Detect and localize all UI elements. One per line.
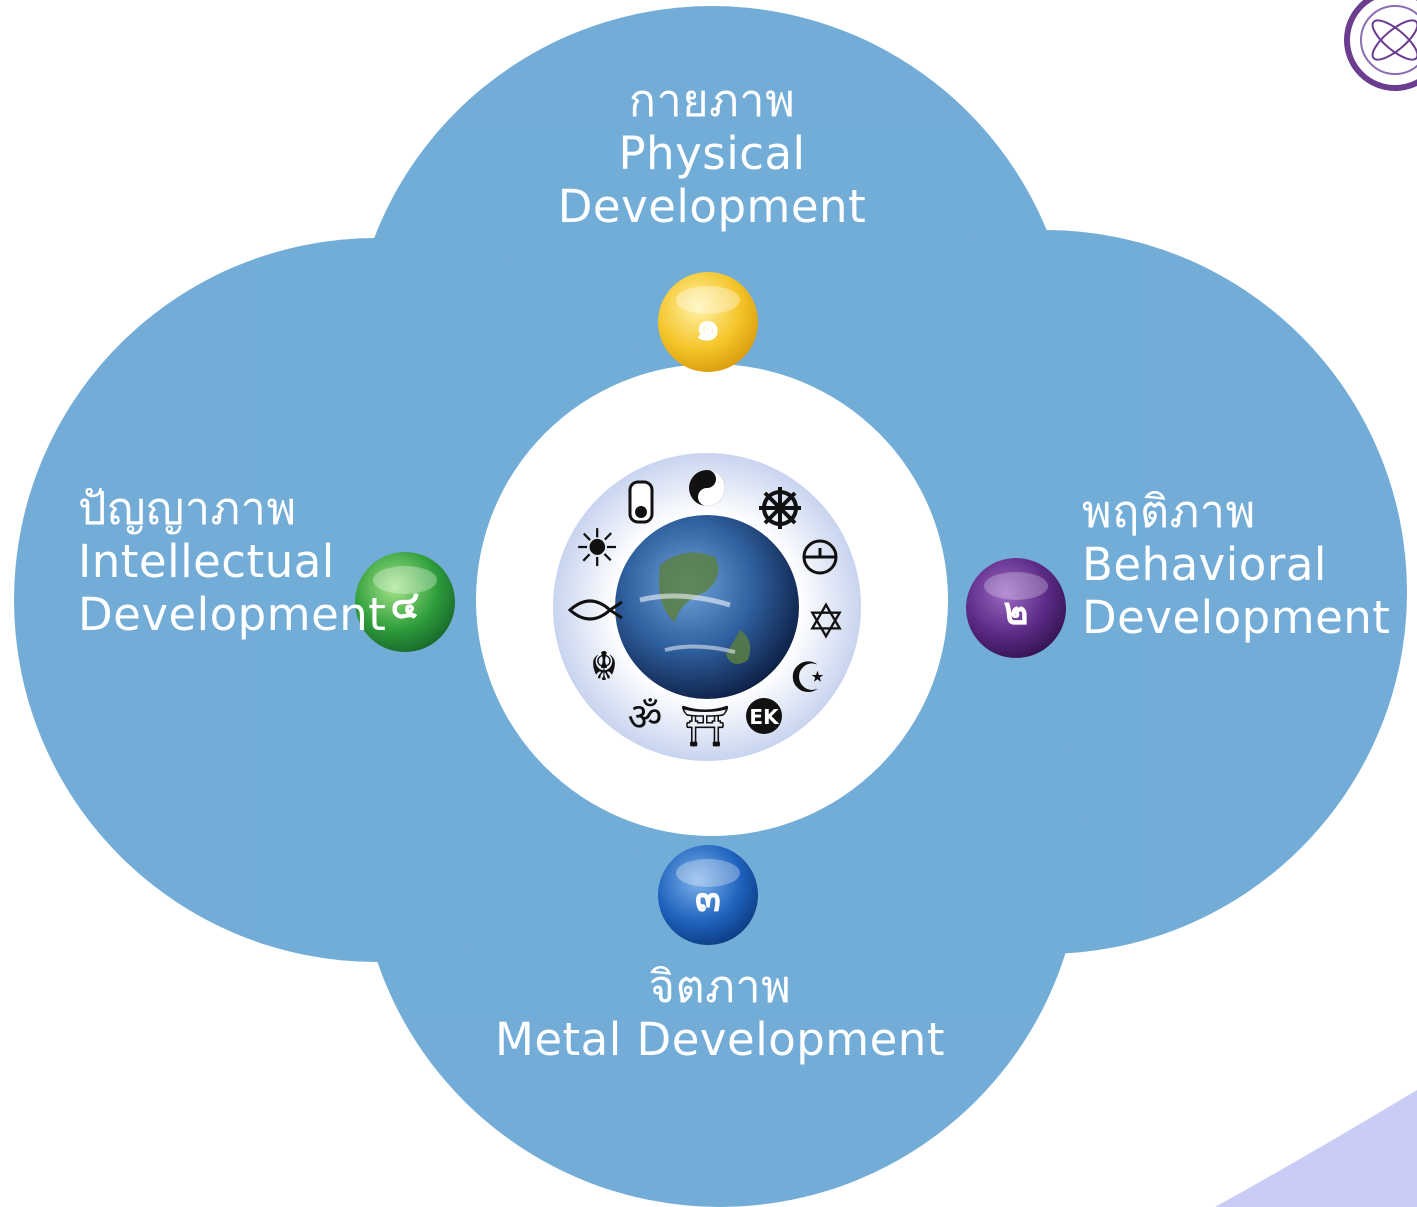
label-behavioral-en1: Behavioral: [1082, 538, 1327, 591]
bahai-circle-icon: [802, 539, 838, 575]
badge-mental-number: ๓: [695, 876, 721, 920]
torii-gate-icon: ⛩: [680, 704, 731, 750]
hamsa-hand-icon: [628, 480, 654, 524]
badge-mental: ๓: [658, 845, 758, 945]
sun-icon: ☀: [574, 519, 621, 579]
yin-yang-icon: [689, 470, 725, 506]
label-behavioral-en2: Development: [1082, 591, 1391, 644]
earth-religious-symbols-image: ✡ ☪ ☀ ☬ ॐ ⛩ EK: [553, 453, 861, 761]
star-of-david-icon: ✡: [806, 594, 846, 650]
ek-onkar-icon: EK: [746, 698, 782, 734]
label-intellectual-en2: Development: [78, 588, 387, 641]
label-mental-thai: จิตภาพ: [648, 960, 792, 1013]
om-icon: ॐ: [628, 695, 663, 739]
earth-globe-icon: [615, 515, 799, 699]
fish-icon: [567, 599, 623, 621]
label-intellectual: ปัญญาภาพ Intellectual Development: [78, 482, 386, 641]
label-intellectual-en1: Intellectual: [78, 535, 335, 588]
label-mental-en1: Metal Development: [495, 1013, 945, 1066]
label-physical-en2: Development: [557, 180, 867, 233]
badge-physical: ๑: [658, 272, 758, 372]
badge-behavioral-number: ๒: [1003, 589, 1028, 633]
label-mental: จิตภาพ Metal Development: [490, 960, 950, 1066]
badge-intellectual: ๔: [355, 552, 455, 652]
crescent-star-icon: ☪: [789, 653, 827, 702]
badge-intellectual-number: ๔: [391, 583, 420, 627]
khanda-icon: ☬: [590, 644, 618, 690]
label-intellectual-thai: ปัญญาภาพ: [78, 482, 297, 535]
dharma-wheel-icon: [759, 487, 801, 529]
label-physical-en1: Physical: [618, 127, 806, 180]
label-physical: กายภาพ Physical Development: [512, 74, 912, 233]
label-behavioral: พฤติภาพ Behavioral Development: [1082, 485, 1390, 644]
corner-accent-shape: [1215, 1090, 1417, 1207]
ministry-seal-icon: [1344, 0, 1417, 91]
label-physical-thai: กายภาพ: [628, 74, 796, 127]
label-behavioral-thai: พฤติภาพ: [1082, 485, 1256, 538]
badge-physical-number: ๑: [695, 304, 720, 350]
svg-text:EK: EK: [749, 705, 780, 729]
badge-behavioral: ๒: [966, 558, 1066, 658]
